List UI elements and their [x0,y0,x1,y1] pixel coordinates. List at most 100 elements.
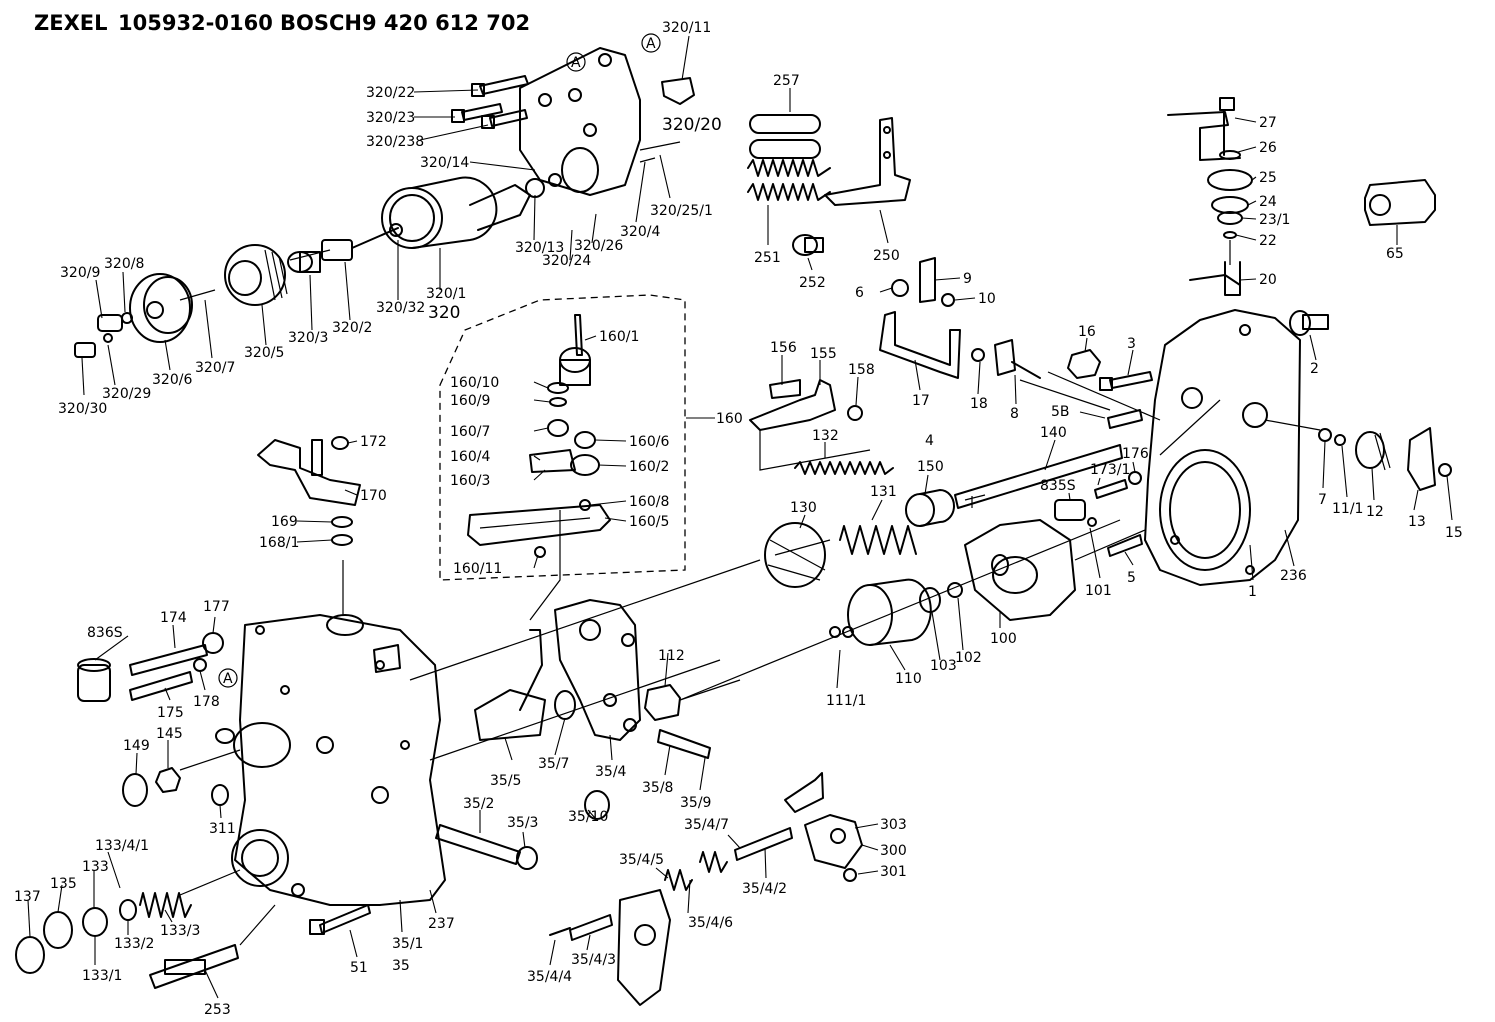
small-parts-320-2 [287,223,403,273]
pulley-320-5 [224,244,288,306]
parts-12-15 [1318,427,1452,491]
part-label: 253 [204,1002,231,1018]
part-label: 311 [209,821,236,837]
part-label: 320 [428,303,460,323]
part-label: 133/1 [82,968,122,984]
part-label: 35/4/2 [742,881,787,897]
part-label: 35/4/4 [527,969,572,985]
nut-252 [792,234,824,256]
part-label: 65 [1386,246,1404,262]
part-label: 15 [1445,525,1463,541]
linkage-35-4 [549,772,863,1006]
phantom-lines [179,141,1321,946]
leader-lines [27,35,1453,999]
part-label: 103 [930,658,957,674]
piston-110 [829,578,963,646]
part-label: 12 [1366,504,1384,520]
screw-2 [1289,310,1329,336]
part-label: 35/9 [680,795,711,811]
header: ZEXEL 105932-0160 BOSCH 9 420 612 702 [34,11,530,35]
parts-16-3 [1067,349,1153,429]
part-label: 20 [1259,272,1277,288]
part-label: 320/6 [152,372,192,388]
parts-18-8 [971,339,1041,379]
part-label: 160/2 [629,459,669,475]
part-label: 18 [970,396,988,412]
screw-51 [309,904,371,935]
part-label: 4 [925,433,934,449]
part-label: 35/7 [538,756,569,772]
part-label: 25 [1259,170,1277,186]
part-label: 131 [870,484,897,500]
part-label: 320/14 [420,155,469,171]
part-label: 2 [1310,361,1319,377]
part-label: 251 [754,250,781,266]
part-label: 5 [1127,570,1136,586]
part-label: 320/4 [620,224,660,240]
part-label: 26 [1259,140,1277,156]
bracket-250 [824,117,911,206]
part-label: 149 [123,738,150,754]
bracket-320-20 [519,47,695,196]
marker-circle [218,668,238,688]
part-label: 150 [917,459,944,475]
part-label: 100 [990,631,1017,647]
part-label: 177 [203,599,230,615]
part-label: 173/1 [1090,462,1130,478]
part-label: 168/1 [259,535,299,551]
part-label: 252 [799,275,826,291]
marker-a: A [646,36,656,52]
part-label: 132 [812,428,839,444]
part-label: 320/7 [195,360,235,376]
part-label: 320/3 [288,330,328,346]
lever-17 [879,257,961,379]
part-label: 320/30 [58,401,107,417]
disk-320-6 [129,273,216,343]
part-label: 237 [428,916,455,932]
part-label: 22 [1259,233,1277,249]
marker-a: A [223,671,233,687]
part-label: 8 [1010,406,1019,422]
part-label: 160/11 [453,561,502,577]
part-label: 301 [880,864,907,880]
part-labels: 320/11 320/22 320/23 320/238 320/14 320/… [14,20,1463,1018]
part-label: 133 [82,859,109,875]
part-label: 35/3 [507,815,538,831]
part-label: 137 [14,889,41,905]
part-label: 160/3 [450,473,490,489]
part-label: 158 [848,362,875,378]
part-label: 160 [716,411,743,427]
parts-150-130 [764,489,955,588]
cam-disk-100 [964,519,1076,621]
part-label: 320/23 [366,110,415,126]
hex-nut-65 [1364,179,1436,226]
part-label: 320/5 [244,345,284,361]
part-label: 160/6 [629,434,669,450]
stack-20-27 [1167,97,1253,296]
part-label: 320/32 [376,300,425,316]
part-label: 35/4/5 [619,852,664,868]
part-label: 27 [1259,115,1277,131]
screws-174 [77,632,224,702]
rod-35-2 [435,824,538,870]
part-label: 24 [1259,194,1277,210]
marker-a: A [571,55,581,71]
part-number-bosch: 9 420 612 702 [362,11,530,35]
part-label: 140 [1040,425,1067,441]
part-label: 6 [855,285,864,301]
part-label: 160/9 [450,393,490,409]
part-label: 1 [1248,584,1257,600]
spring-132 [794,461,894,475]
screws-320-22 [451,75,529,129]
housing-35-1 [231,614,446,906]
housing-1 [1144,309,1301,586]
screw-5 [1107,534,1143,557]
part-label: 16 [1078,324,1096,340]
part-label: 320/238 [366,134,424,150]
part-label: 13 [1408,514,1426,530]
part-label: 35/4/6 [688,915,733,931]
part-label: 145 [156,726,183,742]
parts-149-145 [122,728,235,807]
part-label: 35/5 [490,773,521,789]
